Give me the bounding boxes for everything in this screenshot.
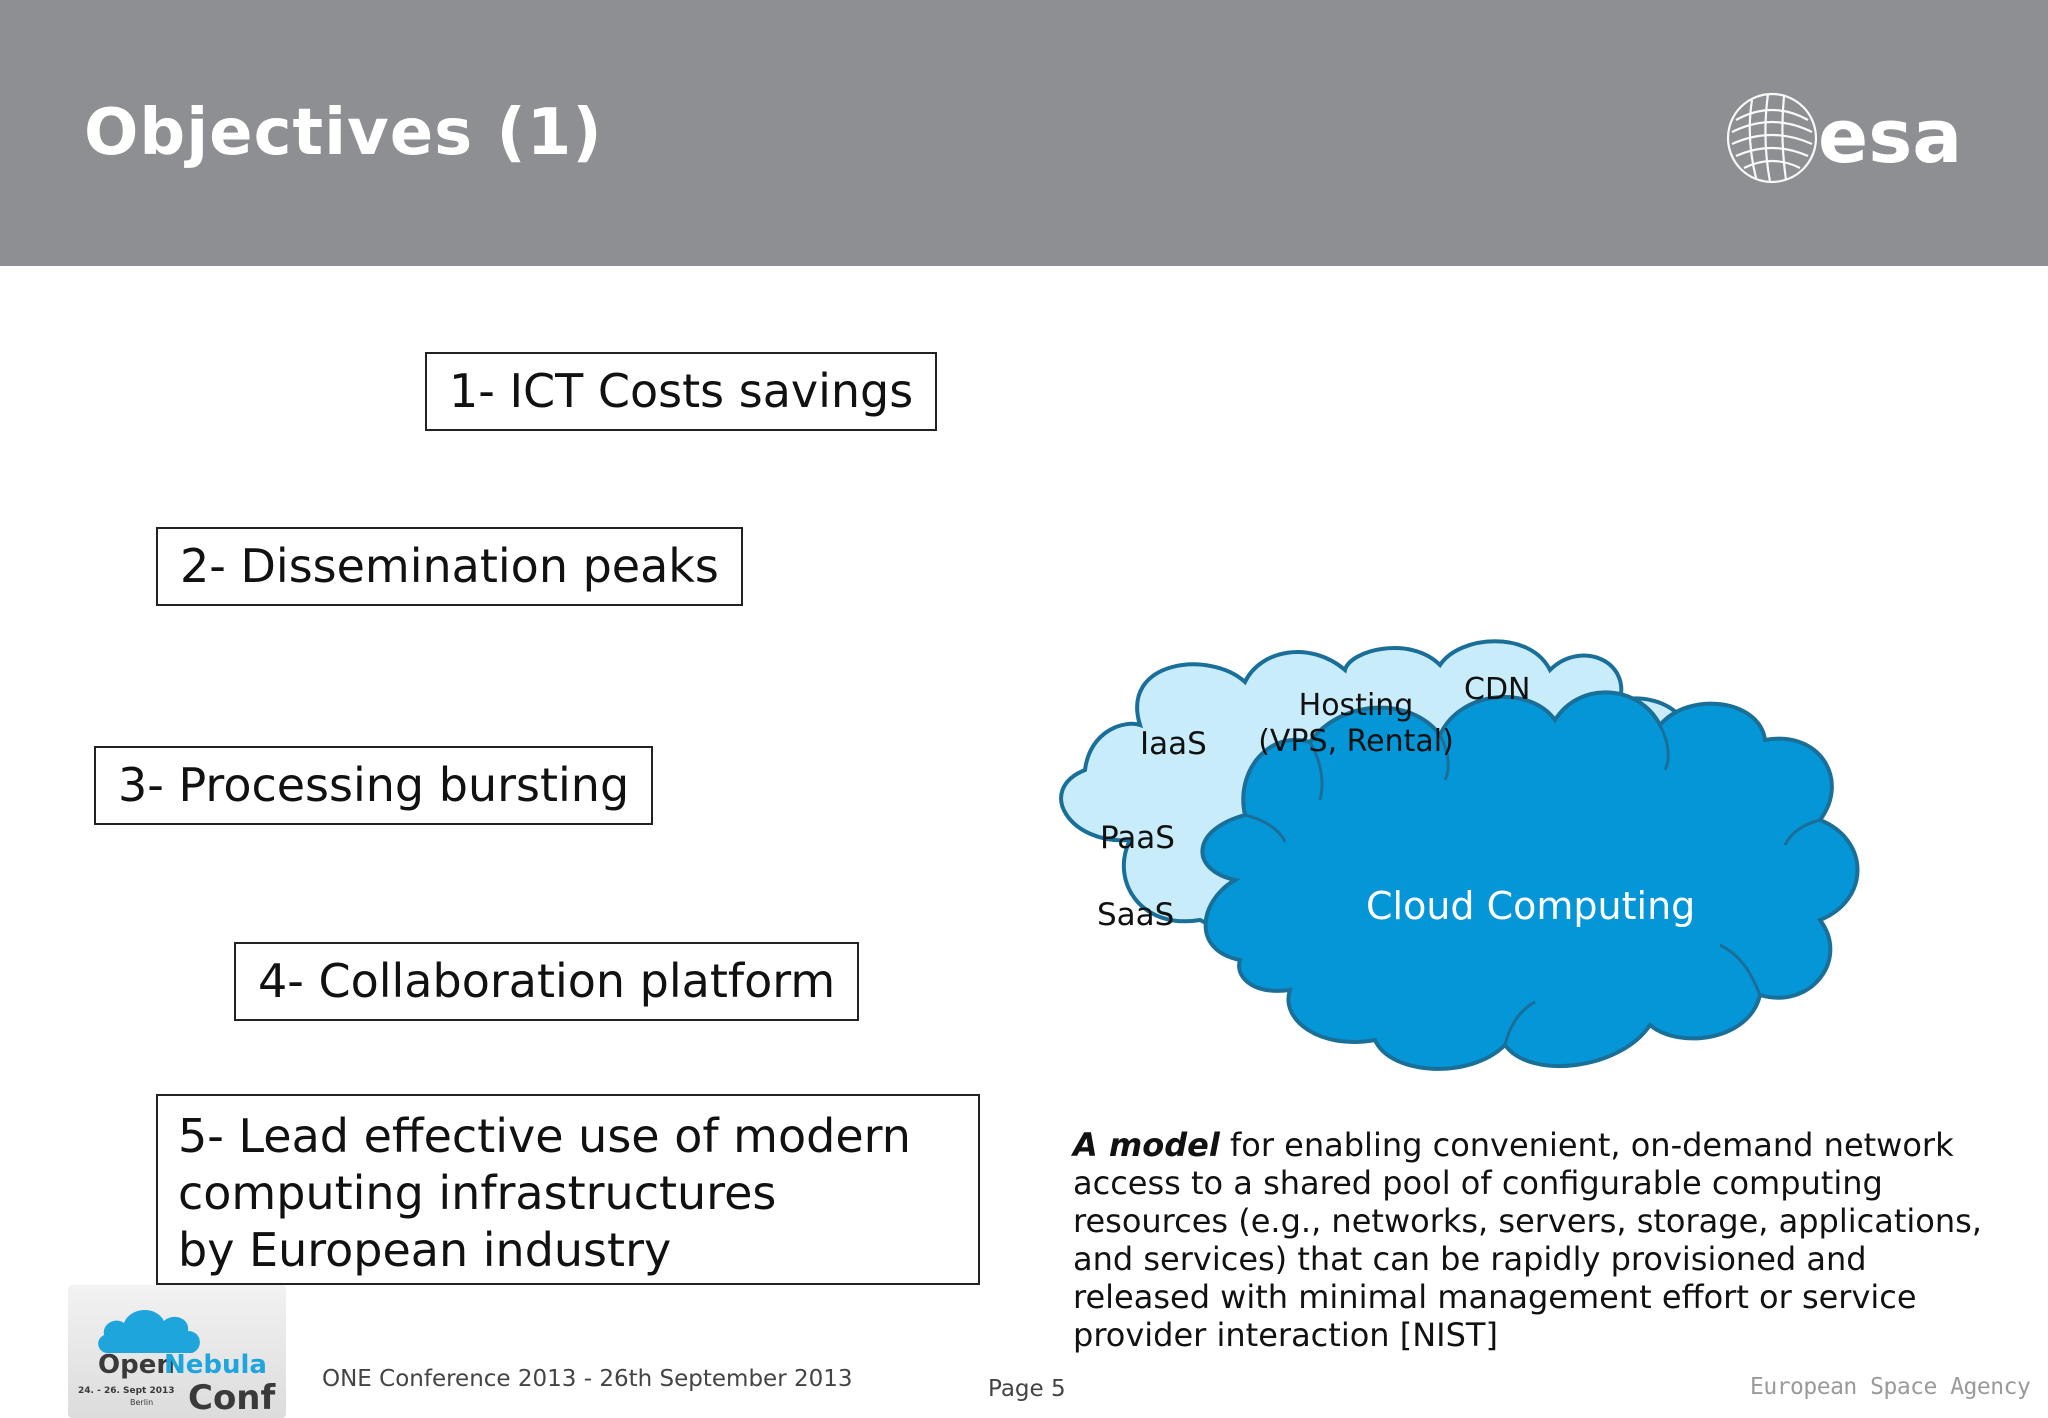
header-bar: Objectives (1) esa — [0, 0, 2048, 266]
hosting-label-line-2: (VPS, Rental) — [1258, 724, 1454, 759]
objective-5: 5- Lead effective use of modern computin… — [156, 1094, 980, 1285]
cloud-diagram — [1020, 630, 1920, 1130]
definition-emphasis: A model — [1073, 1126, 1220, 1164]
objective-1: 1- ICT Costs savings — [425, 352, 938, 432]
cdn-label: CDN — [1464, 672, 1531, 707]
logo-city-text: Berlin — [130, 1398, 153, 1407]
cloud-computing-label: Cloud Computing — [1366, 884, 1696, 928]
logo-open-text: Open — [98, 1350, 175, 1380]
slide-title: Objectives (1) — [84, 96, 603, 170]
agency-name: European Space Agency — [1750, 1374, 2031, 1400]
objective-5-line-3: by European industry — [178, 1223, 672, 1277]
opennebula-conf-logo: Open Nebula 24. - 26. Sept 2013 Berlin C… — [68, 1285, 286, 1418]
objective-2: 2- Dissemination peaks — [156, 527, 743, 607]
objective-5-line-1: 5- Lead effective use of modern — [178, 1109, 911, 1163]
logo-dates-text: 24. - 26. Sept 2013 — [78, 1386, 175, 1396]
esa-logo-text: esa — [1818, 94, 1962, 180]
objective-4: 4- Collaboration platform — [234, 942, 860, 1022]
saas-label: SaaS — [1097, 897, 1175, 933]
page-number: Page 5 — [988, 1376, 1066, 1402]
footer-event-text: ONE Conference 2013 - 26th September 201… — [322, 1366, 853, 1392]
esa-logo: esa — [1722, 80, 2002, 190]
definition-text: for enabling convenient, on-demand netwo… — [1073, 1126, 1982, 1354]
hosting-label: Hosting (VPS, Rental) — [1256, 688, 1456, 760]
objective-3: 3- Processing bursting — [94, 746, 654, 826]
front-cloud — [1200, 690, 1860, 1071]
paas-label: PaaS — [1100, 820, 1175, 856]
hosting-label-line-1: Hosting — [1298, 688, 1414, 723]
iaas-label: IaaS — [1140, 726, 1207, 762]
objective-5-line-2: computing infrastructures — [178, 1166, 777, 1220]
nist-definition: A model for enabling convenient, on-dema… — [1073, 1126, 1993, 1354]
logo-nebula-text: Nebula — [164, 1350, 267, 1380]
logo-conf-text: Conf — [188, 1378, 277, 1418]
